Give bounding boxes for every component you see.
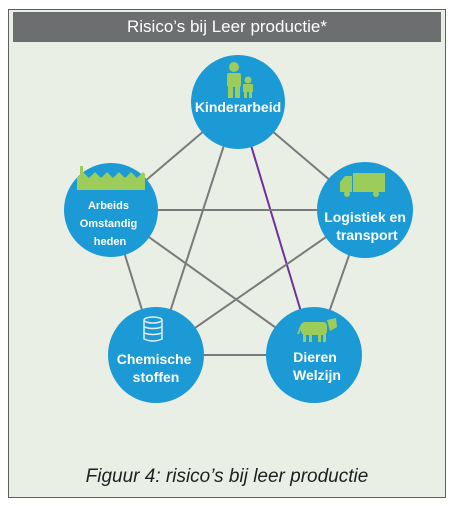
node-dieren: Dieren Welzijn	[266, 307, 362, 403]
node-circle-chemische	[108, 307, 204, 403]
node-arbeids: Arbeids Omstandig heden	[64, 163, 158, 257]
node-circle-dieren	[266, 307, 362, 403]
node-kinderarbeid: Kinderarbeid	[191, 55, 285, 149]
nodes: Kinderarbeid Logistiek en transport	[64, 55, 413, 403]
figure-caption: Figuur 4: risico’s bij leer productie	[85, 466, 369, 487]
node-logistiek: Logistiek en transport	[317, 162, 413, 258]
node-label-kinderarbeid: Kinderarbeid	[195, 99, 281, 115]
node-label-chemische: Chemische stoffen	[117, 351, 196, 385]
node-label-arbeids: Arbeids Omstandig heden	[80, 200, 141, 248]
node-circle-kinderarbeid	[191, 55, 285, 149]
node-chemische: Chemische stoffen	[108, 307, 204, 403]
barrel-icon	[143, 316, 163, 342]
truck-icon	[340, 173, 385, 197]
node-label-dieren: Dieren Welzijn	[293, 349, 341, 383]
cow-icon	[297, 318, 337, 342]
node-label-logistiek: Logistiek en transport	[324, 209, 410, 243]
factory-icon	[77, 166, 145, 190]
figure-title: Risico’s bij Leer productie*	[13, 12, 441, 42]
child-labor-icon	[227, 62, 253, 98]
